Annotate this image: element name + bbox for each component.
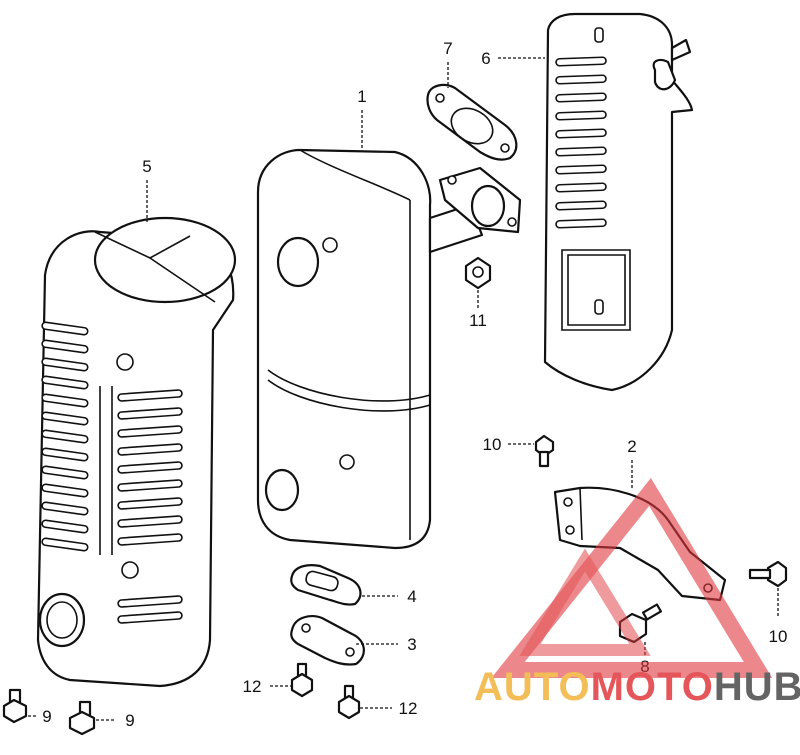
- muffler-body: [256, 148, 522, 550]
- callout-6: 6: [481, 49, 490, 68]
- callout-11: 11: [469, 311, 487, 330]
- bolt-9-left: [2, 688, 28, 724]
- exhaust-gasket: [426, 83, 518, 161]
- leader-lines: [28, 57, 779, 721]
- vent-slot: [41, 447, 89, 462]
- vent-slot: [117, 595, 183, 608]
- bolt-10-upper: [534, 434, 555, 468]
- vent-slot: [117, 497, 183, 510]
- vent-slot: [555, 74, 607, 85]
- vent-slot: [117, 407, 183, 420]
- vent-slot: [117, 479, 183, 492]
- cover-plate: [290, 615, 365, 666]
- vent-slot: [117, 443, 183, 456]
- vent-slot: [117, 611, 183, 624]
- callout-9-left: 9: [42, 707, 51, 726]
- callout-12-left: 12: [243, 677, 262, 696]
- vent-slot: [41, 375, 89, 390]
- bolt-9-right: [68, 700, 96, 736]
- callout-9-right: 9: [125, 711, 134, 730]
- vent-slot: [41, 483, 89, 498]
- callout-5: 5: [142, 157, 151, 176]
- vent-slot: [555, 92, 607, 103]
- vent-slot: [41, 357, 89, 372]
- vent-slot: [117, 515, 183, 528]
- watermark-triangle-icon: [491, 478, 773, 678]
- vent-slot: [117, 533, 183, 546]
- vent-slot: [41, 429, 89, 444]
- muffler-protector-right: [543, 12, 694, 392]
- muffler-protector-left: [36, 216, 237, 688]
- vent-slot: [117, 461, 183, 474]
- vent-slot: [555, 164, 607, 175]
- callout-7: 7: [443, 39, 452, 58]
- vent-slot: [41, 339, 89, 354]
- vent-slot: [41, 519, 89, 534]
- vent-slot: [41, 321, 89, 336]
- vent-slot: [555, 146, 607, 157]
- vent-slot: [555, 110, 607, 121]
- vent-slot: [117, 425, 183, 438]
- callout-2: 2: [627, 437, 636, 456]
- callout-10-upper: 10: [483, 435, 502, 454]
- bolt-12-right: [337, 684, 361, 720]
- small-gasket: [290, 564, 362, 606]
- vent-slot: [41, 501, 89, 516]
- vent-slot: [555, 218, 607, 229]
- vent-slot: [41, 537, 89, 552]
- bolt-12-left: [290, 662, 314, 698]
- callout-3: 3: [407, 635, 416, 654]
- vent-slot: [117, 389, 183, 402]
- vent-slot: [41, 465, 89, 480]
- callout-4: 4: [407, 587, 416, 606]
- vent-slot: [41, 411, 89, 426]
- vent-slot: [555, 200, 607, 211]
- callout-10-right: 10: [769, 627, 788, 646]
- vent-slot: [555, 182, 607, 193]
- callout-1: 1: [357, 87, 366, 106]
- callout-12-right: 12: [399, 699, 418, 718]
- vent-slot: [555, 56, 607, 67]
- vent-slot: [555, 128, 607, 139]
- vent-slot: [41, 393, 89, 408]
- nut: [464, 256, 492, 290]
- watermark-text: AUTOMOTOHUB: [474, 665, 800, 709]
- watermark: AUTOMOTOHUB: [474, 478, 800, 709]
- bolt-10-right: [748, 560, 788, 588]
